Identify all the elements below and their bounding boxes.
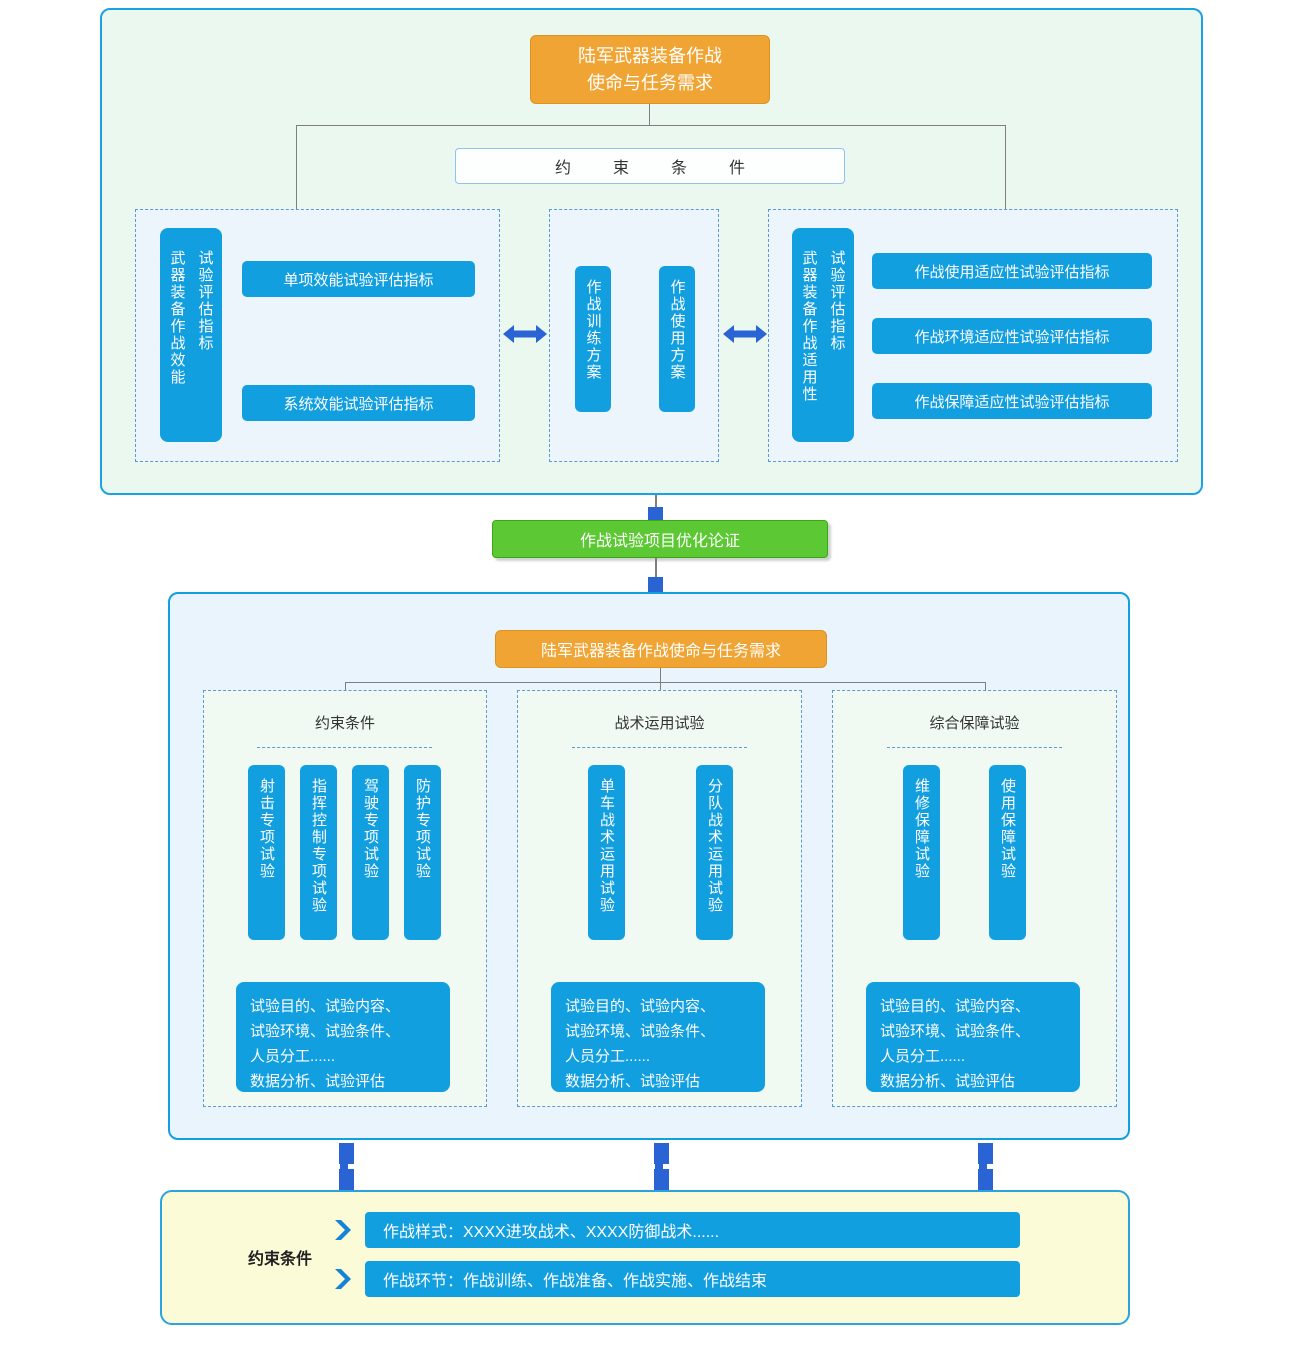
shooting-special-test-label: 射击专项试验 xyxy=(258,778,275,880)
info-line: 试验目的、试验内容、 xyxy=(880,998,1031,1015)
maintenance-support-test-label: 维修保障试验 xyxy=(913,778,930,880)
chevron-right-icon xyxy=(335,1269,351,1289)
header-underline xyxy=(887,747,1062,748)
connector-line xyxy=(296,125,1006,126)
usage-support-test-label: 使用保障试验 xyxy=(999,778,1016,880)
system-effectiveness-indicator-box: 系统效能试验评估指标 xyxy=(242,385,475,421)
use-adaptability-indicator-box: 作战使用适应性试验评估指标 xyxy=(872,253,1152,289)
driving-special-test-box: 驾驶专项试验 xyxy=(352,765,389,940)
double-arrow-icon xyxy=(503,325,547,343)
test-info-box: 试验目的、试验内容、 试验环境、试验条件、 人员分工...... 数据分析、试验… xyxy=(866,982,1080,1092)
combat-phase-bar: 作战环节：作战训练、作战准备、作战实施、作战结束 xyxy=(365,1261,1020,1297)
test-info-box: 试验目的、试验内容、 试验环境、试验条件、 人员分工...... 数据分析、试验… xyxy=(236,982,450,1092)
shooting-special-test-box: 射击专项试验 xyxy=(248,765,285,940)
usage-support-test-box: 使用保障试验 xyxy=(989,765,1026,940)
combat-suitability-title-col1: 武器装备作战适用性 xyxy=(800,250,818,403)
connector-node-icon xyxy=(648,577,663,592)
combat-use-plan-box: 作战使用方案 xyxy=(659,266,695,412)
info-line: 试验环境、试验条件、 xyxy=(565,1023,716,1040)
panel-comprehensive-support-header: 综合保障试验 xyxy=(929,715,1020,732)
combat-suitability-title-box: 武器装备作战适用性 试验评估指标 xyxy=(792,228,854,442)
test-info-box: 试验目的、试验内容、 试验环境、试验条件、 人员分工...... 数据分析、试验… xyxy=(551,982,765,1092)
support-adaptability-indicator-box: 作战保障适应性试验评估指标 xyxy=(872,383,1152,419)
connector-line xyxy=(655,558,657,592)
combat-training-plan-box: 作战训练方案 xyxy=(575,266,611,412)
connector-node-icon xyxy=(978,1143,993,1190)
info-line: 人员分工...... xyxy=(250,1048,336,1065)
protection-special-test-label: 防护专项试验 xyxy=(414,778,431,880)
combat-suitability-title-col2: 试验评估指标 xyxy=(828,250,846,352)
single-effectiveness-indicator-box: 单项效能试验评估指标 xyxy=(242,261,475,297)
mission-box-top-line2: 使命与任务需求 xyxy=(587,72,713,93)
info-line: 数据分析、试验评估 xyxy=(565,1073,701,1090)
header-underline xyxy=(257,747,432,748)
combat-effectiveness-title-col2: 试验评估指标 xyxy=(196,250,214,352)
connector-line xyxy=(345,682,346,690)
optimization-demonstration-box: 作战试验项目优化论证 xyxy=(492,520,828,558)
connector-line xyxy=(1005,125,1006,209)
info-line: 试验目的、试验内容、 xyxy=(565,998,716,1015)
connector-line xyxy=(660,668,661,682)
single-vehicle-tactical-test-label: 单车战术运用试验 xyxy=(598,778,615,914)
connector-node-icon xyxy=(654,1143,669,1190)
connector-node-icon xyxy=(339,1143,354,1190)
command-control-special-test-box: 指挥控制专项试验 xyxy=(300,765,337,940)
panel-constraint-tests-header: 约束条件 xyxy=(314,715,375,732)
environment-adaptability-indicator-box: 作战环境适应性试验评估指标 xyxy=(872,318,1152,354)
info-line: 数据分析、试验评估 xyxy=(250,1073,386,1090)
combat-effectiveness-title-col1: 武器装备作战效能 xyxy=(168,250,186,386)
info-line: 试验环境、试验条件、 xyxy=(880,1023,1031,1040)
double-arrow-icon xyxy=(723,325,767,343)
combat-use-plan-label: 作战使用方案 xyxy=(668,279,686,381)
unit-tactical-test-label: 分队战术运用试验 xyxy=(706,778,723,914)
constraint-conditions-box: 约束条件 xyxy=(455,148,845,184)
info-line: 试验环境、试验条件、 xyxy=(250,1023,401,1040)
driving-special-test-label: 驾驶专项试验 xyxy=(362,778,379,880)
info-line: 试验目的、试验内容、 xyxy=(250,998,401,1015)
command-control-special-test-label: 指挥控制专项试验 xyxy=(310,778,327,914)
chevron-right-icon xyxy=(335,1220,351,1240)
mission-box-middle: 陆军武器装备作战使命与任务需求 xyxy=(495,630,827,668)
bottom-constraint-label: 约束条件 xyxy=(248,1251,313,1268)
maintenance-support-test-box: 维修保障试验 xyxy=(903,765,940,940)
panel-tactical-application-header: 战术运用试验 xyxy=(614,715,705,732)
connector-line xyxy=(296,125,297,209)
mission-box-top: 陆军武器装备作战 使命与任务需求 xyxy=(530,35,770,104)
info-line: 人员分工...... xyxy=(880,1048,966,1065)
protection-special-test-box: 防护专项试验 xyxy=(404,765,441,940)
unit-tactical-test-box: 分队战术运用试验 xyxy=(696,765,733,940)
info-line: 人员分工...... xyxy=(565,1048,651,1065)
connector-line xyxy=(985,682,986,690)
connector-line xyxy=(660,682,661,690)
combat-training-plan-label: 作战训练方案 xyxy=(584,279,602,381)
single-vehicle-tactical-test-box: 单车战术运用试验 xyxy=(588,765,625,940)
connector-line xyxy=(345,682,985,683)
combat-effectiveness-title-box: 武器装备作战效能 试验评估指标 xyxy=(160,228,222,442)
info-line: 数据分析、试验评估 xyxy=(880,1073,1016,1090)
combat-style-bar: 作战样式：XXXX进攻战术、XXXX防御战术...... xyxy=(365,1212,1020,1248)
constraint-conditions-label: 约束条件 xyxy=(554,160,787,177)
header-underline xyxy=(572,747,747,748)
connector-line xyxy=(649,104,650,125)
connector-node-icon xyxy=(648,507,663,522)
mission-box-top-line1: 陆军武器装备作战 xyxy=(578,45,722,66)
